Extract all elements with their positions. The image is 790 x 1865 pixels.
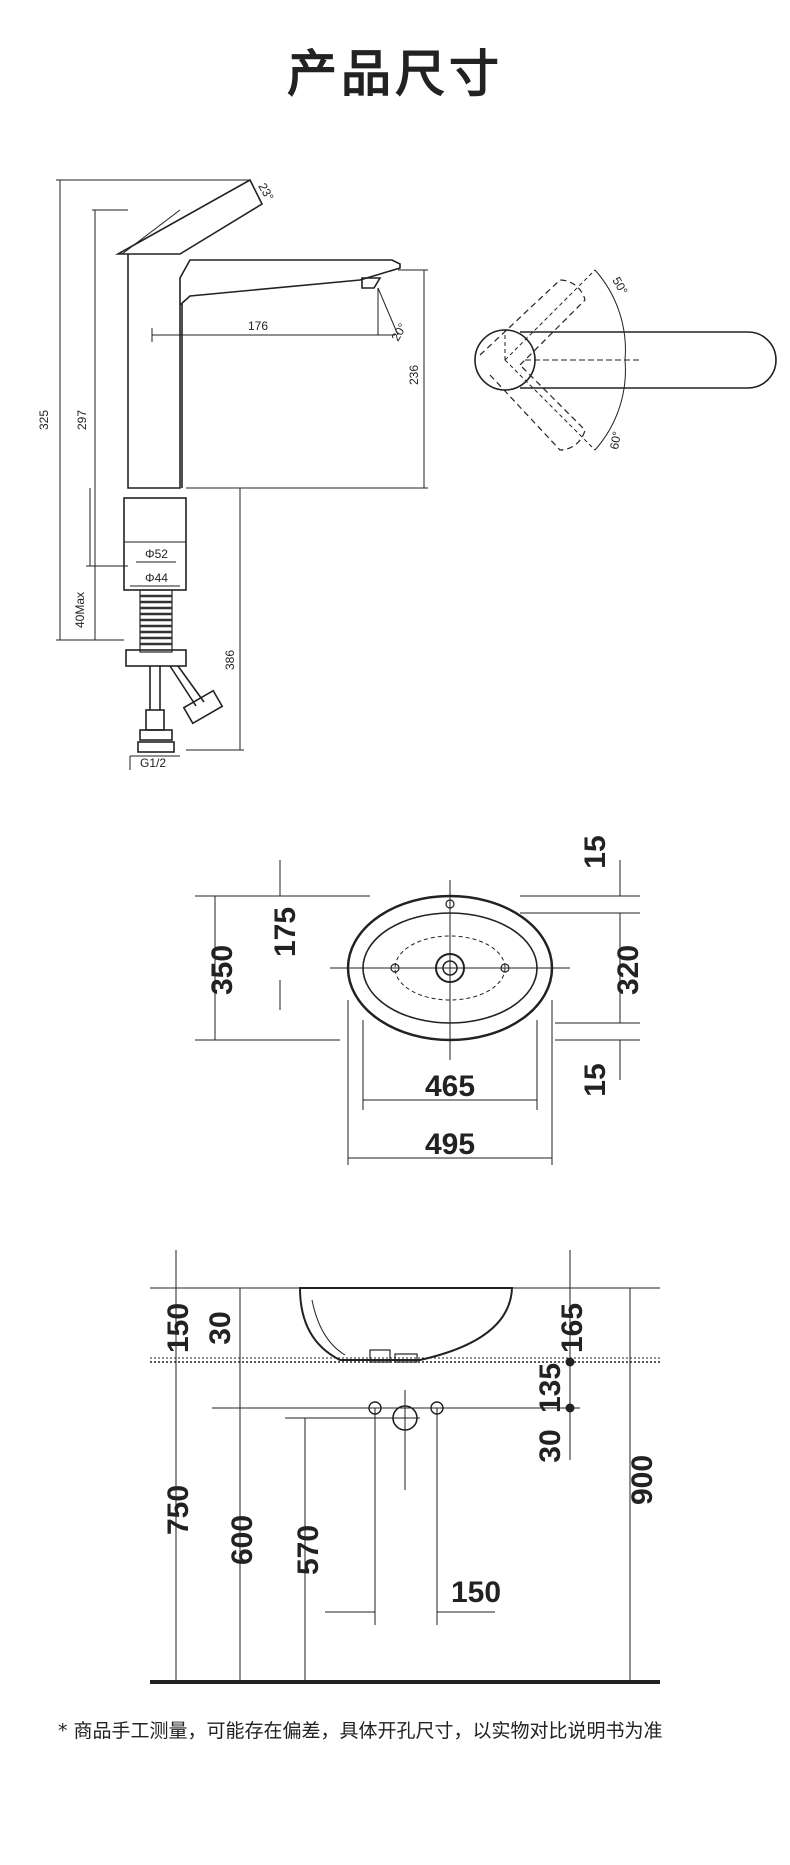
dim-150-left: 150 — [162, 1303, 195, 1353]
dim-465: 465 — [425, 1070, 475, 1103]
dim-570: 570 — [292, 1525, 325, 1575]
dim-176: 176 — [248, 319, 268, 333]
dim-angle50: 50° — [609, 275, 630, 298]
dim-30-left: 30 — [204, 1311, 237, 1344]
faucet-body — [127, 254, 401, 489]
dim-750: 750 — [162, 1485, 195, 1535]
dim-angle60: 60° — [607, 430, 624, 450]
basin-top-view-drawing: 495 465 350 175 320 15 15 — [195, 835, 645, 1165]
dim-320: 320 — [612, 945, 645, 995]
lock-nut — [125, 649, 187, 667]
dim-495: 495 — [425, 1128, 475, 1161]
dim-900: 900 — [626, 1455, 659, 1505]
faucet-dimension-drawing: 325 297 176 236 Φ52 Φ44 40Max 386 G1/2 2… — [37, 178, 777, 770]
dim-600: 600 — [226, 1515, 259, 1565]
dim-386: 386 — [223, 650, 237, 670]
dim-175: 175 — [269, 907, 302, 957]
faucet-plan-view — [474, 269, 777, 451]
footnote: * 商品手工测量，可能存在偏差，具体开孔尺寸，以实物对比说明书为准 — [58, 1720, 663, 1742]
dim-135: 135 — [534, 1363, 567, 1413]
basin-side-view-drawing: 150 30 750 600 570 150 165 135 30 900 — [150, 1250, 660, 1684]
dim-40max: 40Max — [73, 592, 87, 628]
dim-angle20: 20° — [388, 321, 409, 344]
dim-325: 325 — [37, 410, 51, 430]
dim-30-right: 30 — [534, 1429, 567, 1462]
dim-350: 350 — [206, 945, 239, 995]
dim-15-top: 15 — [579, 835, 612, 868]
page-title: 产品尺寸 — [287, 45, 503, 103]
dim-dia52: Φ52 — [145, 547, 168, 561]
basin-side-profile — [298, 1287, 514, 1361]
dim-297: 297 — [75, 410, 89, 430]
dim-angle23: 23° — [255, 181, 276, 204]
threaded-shank — [139, 589, 173, 653]
faucet-lever — [114, 178, 264, 255]
dim-thread: G1/2 — [140, 756, 166, 770]
dim-236: 236 — [407, 365, 421, 385]
dim-15-bottom: 15 — [579, 1063, 612, 1096]
dim-165: 165 — [556, 1303, 589, 1353]
dim-dia44: Φ44 — [145, 571, 168, 585]
dim-150-horizontal: 150 — [451, 1576, 501, 1609]
